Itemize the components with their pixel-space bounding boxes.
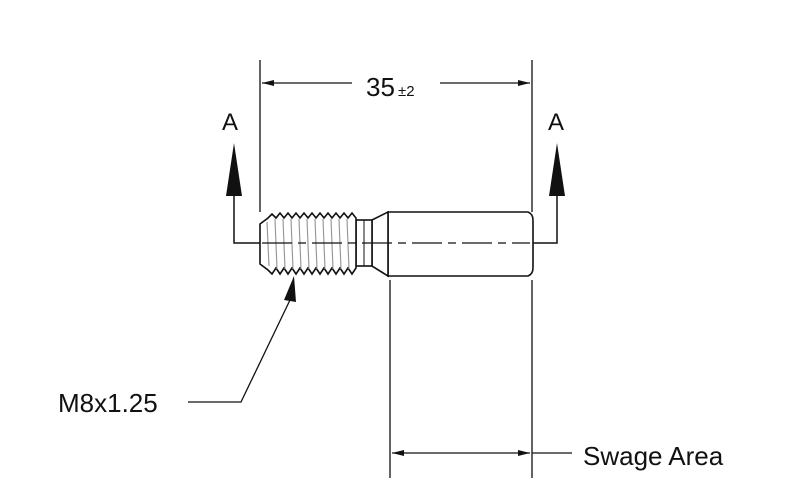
section-label-right: A	[548, 109, 564, 136]
thread-callout: M8x1.25	[58, 388, 158, 418]
section-label-left: A	[222, 109, 238, 136]
section-arrow-left: A	[222, 109, 262, 244]
thread-leader: M8x1.25	[58, 276, 296, 418]
length-value: 35	[366, 72, 395, 102]
section-arrow-right: A	[530, 109, 565, 244]
swage-dimension: Swage Area	[392, 441, 724, 471]
swage-stud-part	[259, 210, 534, 278]
length-tolerance: ±2	[398, 83, 415, 100]
length-dimension: 35 ±2	[262, 72, 530, 102]
swage-area-label: Swage Area	[583, 441, 724, 471]
extension-lines	[259, 60, 533, 478]
